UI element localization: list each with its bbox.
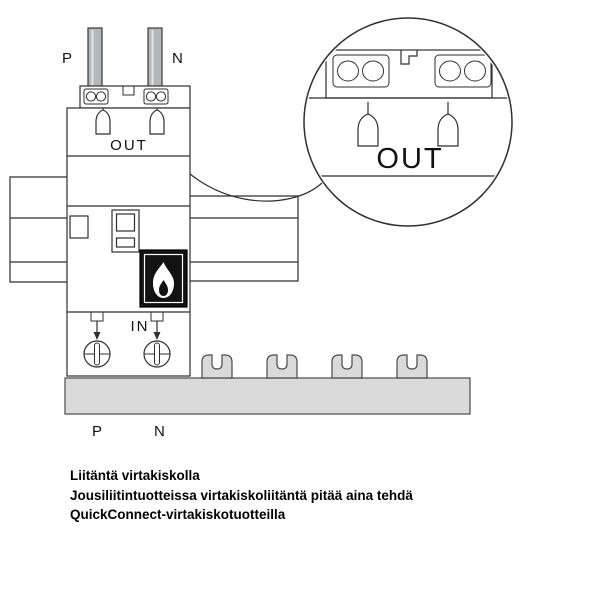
zoom-callout: OUT [303, 17, 513, 227]
zoom-contents: OUT [306, 49, 510, 177]
breaker-device: OUT IN [66, 85, 191, 377]
rail-lines-left [9, 176, 67, 283]
zoom-spring-clamp-icon [357, 102, 379, 147]
flame-icon [153, 262, 174, 298]
terminal-block-top [79, 85, 191, 109]
label-in: IN [131, 318, 150, 335]
zoom-spring-clamp-icon [437, 102, 459, 147]
zoom-label-out: OUT [376, 143, 443, 175]
wire-neutral [147, 27, 163, 89]
busbar-fork [396, 354, 428, 379]
busbar-fork [331, 354, 363, 379]
label-neutral-bottom: N [154, 423, 165, 440]
zoom-terminal-pair-left [332, 54, 390, 88]
caption-line-2: Jousiliitintuotteissa virtakiskoliitäntä… [70, 487, 413, 503]
caption-line-1: Liitäntä virtakiskolla [70, 468, 200, 483]
screw-terminal-icon [83, 311, 111, 368]
label-neutral-top: N [172, 50, 183, 67]
label-out: OUT [110, 137, 148, 154]
busbar-fork [266, 354, 298, 379]
busbar-fork [201, 354, 233, 379]
label-phase-top: P [62, 50, 72, 67]
spring-clamp-icon [95, 108, 111, 135]
rail-lines-right [190, 195, 299, 282]
label-phase-bottom: P [92, 423, 102, 440]
spring-clamp-icon [149, 108, 165, 135]
zoom-circle [303, 17, 513, 227]
toggle-switch [111, 209, 140, 253]
screw-terminal-icon [143, 311, 171, 368]
zoom-terminal-pair-right [434, 54, 492, 88]
out-clamp-terminals [95, 108, 165, 135]
caption-line-3: QuickConnect-virtakiskotuotteilla [70, 507, 286, 522]
top-wires [87, 27, 163, 89]
busbar [64, 354, 471, 415]
wire-phase [87, 27, 103, 89]
in-screw-terminals [83, 311, 171, 368]
busbar-rail [64, 377, 471, 415]
flame-indicator [139, 249, 188, 308]
test-button [69, 215, 89, 239]
caption: Liitäntä virtakiskolla Jousiliitintuotte… [70, 466, 550, 525]
